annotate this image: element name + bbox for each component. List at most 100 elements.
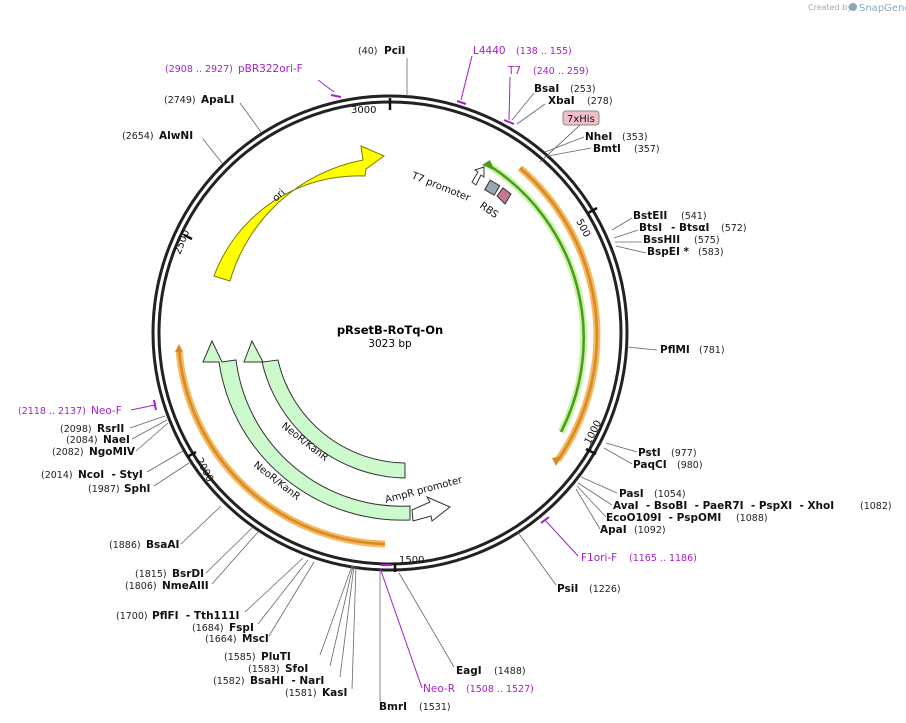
primer-f1ori-name[interactable]: F1ori-F xyxy=(581,552,617,564)
enzyme-psii-pos: (1226) xyxy=(589,584,621,595)
neo-feature-inner[interactable] xyxy=(243,339,406,479)
enzyme-apali[interactable]: ApaLI xyxy=(201,94,234,106)
enzyme-nhei[interactable]: NheI xyxy=(585,131,612,143)
enzyme-bspei[interactable]: BspEI * xyxy=(647,246,690,258)
enzyme-sphi[interactable]: SphI xyxy=(124,483,150,495)
enzyme-bsteii[interactable]: BstEII xyxy=(633,210,667,222)
enzyme-pcii[interactable]: PciI xyxy=(384,45,405,57)
primer-t7-range: (240 .. 259) xyxy=(533,66,589,77)
primer-f1ori-range: (1165 .. 1186) xyxy=(629,553,697,564)
enzyme-pluti-pos: (1585) xyxy=(224,652,256,663)
enzyme-pflmi[interactable]: PflMI xyxy=(660,344,690,356)
enzyme-alwni-pos: (2654) xyxy=(122,131,154,142)
enzyme-bsai-pos: (253) xyxy=(570,84,596,95)
enzyme-xbai[interactable]: XbaI xyxy=(548,95,575,107)
enzyme-pflfi-pos: (1700) xyxy=(116,611,148,622)
enzyme-sphi-pos: (1987) xyxy=(88,484,120,495)
plasmid-size: 3023 bp xyxy=(368,338,412,350)
enzyme-naei-pos: (2084) xyxy=(66,435,98,446)
enzyme-sfoi[interactable]: SfoI xyxy=(285,663,308,675)
rbs-label: RBS xyxy=(477,200,500,220)
enzyme-msci-pos: (1664) xyxy=(205,634,237,645)
credit-text: Created by xyxy=(808,3,852,12)
enzyme-ncoi-group[interactable]: NcoI - StyI xyxy=(78,469,143,481)
enzyme-bsshii[interactable]: BssHII xyxy=(643,234,680,246)
enzyme-psti[interactable]: PstI xyxy=(638,447,661,459)
his-tag-box[interactable] xyxy=(562,110,600,126)
enzyme-bsrdi[interactable]: BsrDI xyxy=(172,568,204,580)
primer-t7-name[interactable]: T7 xyxy=(507,65,521,77)
primer-neor-range: (1508 .. 1527) xyxy=(466,684,534,695)
enzyme-nmeaiii-pos: (1806) xyxy=(125,581,157,592)
enzyme-avai-group-pos: (1082) xyxy=(860,501,892,512)
enzyme-eagi[interactable]: EagI xyxy=(456,665,482,677)
enzyme-pflfi-group[interactable]: PflFI - Tth111I xyxy=(152,610,239,622)
enzyme-bsahi-group[interactable]: BsaHI - NarI xyxy=(250,675,324,687)
snapgene-logo-icon xyxy=(849,3,857,11)
primer-l4440-range: (138 .. 155) xyxy=(516,46,572,57)
enzyme-bsahi-pos: (1582) xyxy=(213,676,245,687)
enzyme-xbai-pos: (278) xyxy=(587,96,613,107)
enzyme-fspi-pos: (1684) xyxy=(192,623,224,634)
enzyme-btsai[interactable]: - BtsαI xyxy=(671,222,709,234)
tick-1500: 1500 xyxy=(399,555,424,566)
ampr-feature[interactable] xyxy=(177,349,386,546)
plasmid-name: pRsetB-RoTq-On xyxy=(337,323,443,337)
cds-green-feature[interactable] xyxy=(489,164,585,433)
enzyme-rsrii-pos: (2098) xyxy=(60,424,92,435)
enzyme-alwni[interactable]: AlwNI xyxy=(159,130,193,142)
primer-l4440-name[interactable]: L4440 xyxy=(473,45,506,57)
enzyme-ecoo109i-group-pos: (1088) xyxy=(736,513,768,524)
rbs-feature[interactable] xyxy=(483,179,501,196)
ampr-promoter-label: AmpR promoter xyxy=(384,474,464,505)
his-tag-label: 7xHis xyxy=(567,114,595,125)
enzyme-btsi[interactable]: BtsI xyxy=(639,222,662,234)
enzyme-pflmi-pos: (781) xyxy=(699,345,725,356)
enzyme-naei[interactable]: NaeI xyxy=(103,434,130,446)
enzyme-avai-group[interactable]: AvaI - BsoBI - PaeR7I - PspXI - XhoI xyxy=(613,500,834,512)
enzyme-pasi-pos: (1054) xyxy=(654,489,686,500)
enzyme-ngomiv[interactable]: NgoMIV xyxy=(89,446,136,458)
enzyme-btsai-pos: (572) xyxy=(721,223,747,234)
enzyme-apali-pos: (2749) xyxy=(164,95,196,106)
enzyme-pasi[interactable]: PasI xyxy=(619,488,644,500)
enzyme-bsshii-pos: (575) xyxy=(694,235,720,246)
enzyme-kasi[interactable]: KasI xyxy=(322,687,347,699)
primer-neof-name[interactable]: Neo-F xyxy=(91,405,122,417)
enzyme-ecoo109i-group[interactable]: EcoO109I - PspOMI xyxy=(606,512,721,524)
enzyme-pcii-pos: (40) xyxy=(358,46,378,57)
enzyme-bmri[interactable]: BmrI xyxy=(379,701,407,713)
enzyme-paqci-pos: (980) xyxy=(677,460,703,471)
tick-3000: 3000 xyxy=(351,105,376,116)
enzyme-fspi[interactable]: FspI xyxy=(229,622,254,634)
enzyme-bmti[interactable]: BmtI xyxy=(593,143,621,155)
enzyme-bsteii-pos: (541) xyxy=(681,211,707,222)
enzyme-bmti-pos: (357) xyxy=(634,144,660,155)
primer-pbr-name[interactable]: pBR322ori-F xyxy=(238,63,303,75)
enzyme-kasi-pos: (1581) xyxy=(285,688,317,699)
enzyme-ncoi-pos: (2014) xyxy=(41,470,73,481)
enzyme-apai-pos: (1092) xyxy=(634,525,666,536)
enzyme-nhei-pos: (353) xyxy=(622,132,648,143)
t7-promoter-feature[interactable] xyxy=(471,166,485,186)
his-small-feature[interactable] xyxy=(496,187,512,205)
enzyme-paqci[interactable]: PaqCI xyxy=(633,459,667,471)
enzyme-bsai[interactable]: BsaI xyxy=(534,83,559,95)
brand-text[interactable]: SnapGene xyxy=(859,3,906,14)
enzyme-bsaai[interactable]: BsaAI xyxy=(146,539,179,551)
enzyme-sfoi-pos: (1583) xyxy=(248,664,280,675)
enzyme-msci[interactable]: MscI xyxy=(242,633,269,645)
enzyme-bsaai-pos: (1886) xyxy=(109,540,141,551)
primer-neor-name[interactable]: Neo-R xyxy=(423,683,455,695)
enzyme-rsrii[interactable]: RsrII xyxy=(97,423,124,435)
ampr-promoter-feature[interactable] xyxy=(411,495,451,522)
enzyme-psii[interactable]: PsiI xyxy=(557,583,578,595)
neo-feature-outer[interactable] xyxy=(202,339,411,521)
enzyme-apai[interactable]: ApaI xyxy=(600,524,627,536)
enzyme-pluti[interactable]: PluTI xyxy=(261,651,291,663)
ori-feature[interactable] xyxy=(213,145,386,282)
enzyme-bsrdi-pos: (1815) xyxy=(135,569,167,580)
cds-orange-feature[interactable] xyxy=(519,167,599,461)
enzyme-nmeaiii[interactable]: NmeAIII xyxy=(162,580,209,592)
